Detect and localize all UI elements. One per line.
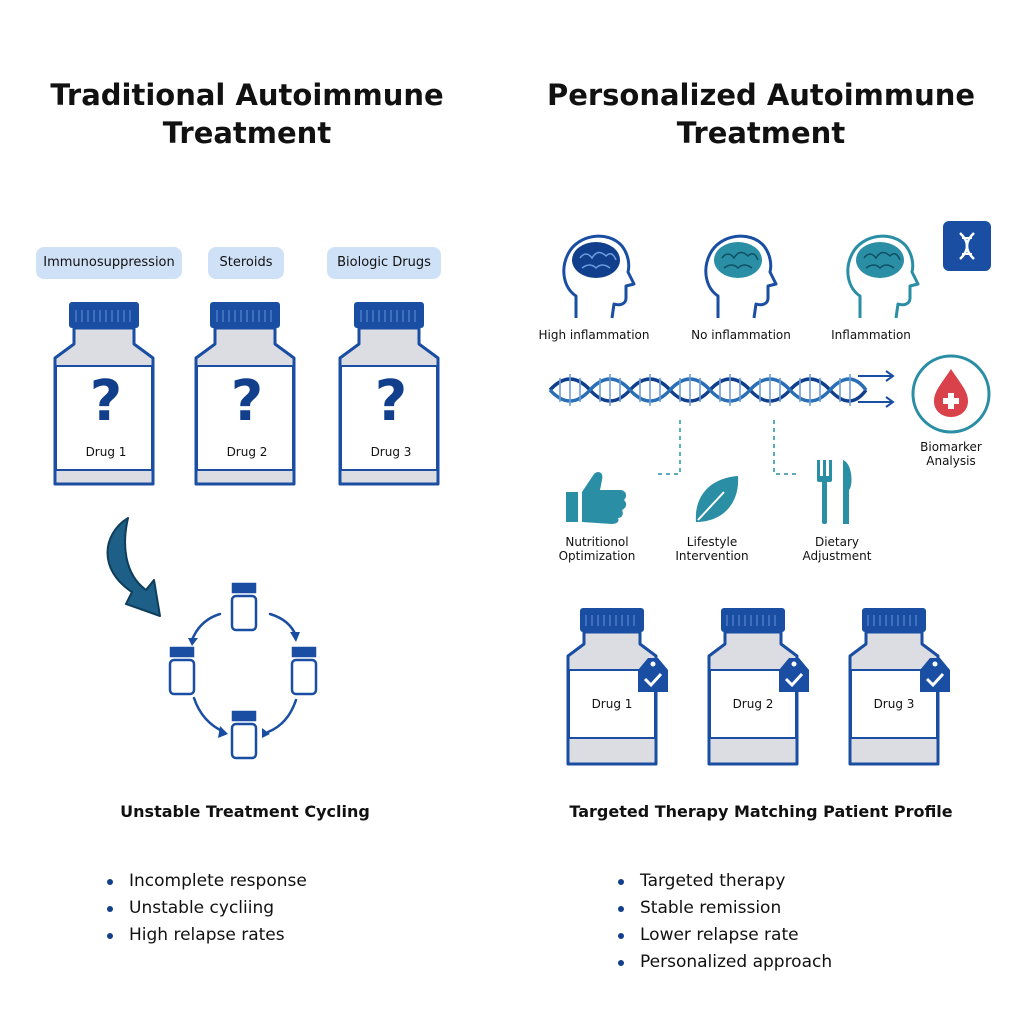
- bottle-2-graphic: [194, 302, 296, 486]
- question-mark-icon: ?: [374, 369, 408, 434]
- cycle-arrows-icon: [168, 582, 318, 760]
- left-title-line2: Treatment: [162, 116, 332, 150]
- list-item: High relapse rates: [107, 922, 427, 949]
- intervention-dietary-line2: Adjustment: [802, 549, 872, 563]
- list-item: Stable remission: [618, 895, 938, 922]
- right-title-line1: Personalized Autoimmune: [546, 78, 976, 112]
- bottle-3-graphic: [338, 302, 440, 486]
- pill-steroids: Steroids: [208, 247, 284, 279]
- bottle-label-drug-1: Drug 1: [85, 445, 127, 459]
- brain-head-icon: [704, 234, 778, 319]
- left-title: Traditional Autoimmune Treatment: [22, 76, 472, 152]
- intervention-nutrition-line1: Nutritionol: [565, 535, 629, 549]
- intervention-nutrition-line2: Optimization: [558, 549, 636, 563]
- intervention-lifestyle-line2: Intervention: [675, 549, 749, 563]
- pill-immunosuppression: Immunosuppression: [36, 247, 182, 279]
- dashed-connectors: [658, 420, 800, 475]
- right-title-line2: Treatment: [676, 116, 846, 150]
- leaf-icon: [695, 476, 739, 522]
- question-mark-icon: ?: [230, 369, 264, 434]
- brain-head-icon: [846, 234, 920, 319]
- targeted-bottle-1-graphic: [566, 608, 668, 766]
- brain-head-icon: [562, 234, 636, 319]
- list-item: Unstable cycliing: [107, 895, 427, 922]
- targeted-label-drug-3: Drug 3: [873, 697, 915, 711]
- targeted-bottle-2-graphic: [707, 608, 809, 766]
- list-item: Personalized approach: [618, 949, 938, 976]
- fork-knife-icon: [817, 460, 852, 524]
- pill-biologic-drugs: Biologic Drugs: [327, 247, 441, 279]
- dna-helix-icon: [548, 374, 868, 406]
- right-title: Personalized Autoimmune Treatment: [536, 76, 986, 152]
- intervention-dietary: Dietary Adjustment: [796, 535, 878, 563]
- targeted-label-drug-2: Drug 2: [732, 697, 774, 711]
- thumbs-up-icon: [566, 472, 627, 524]
- targeted-label-drug-1: Drug 1: [591, 697, 633, 711]
- list-item: Lower relapse rate: [618, 922, 938, 949]
- head-label-high-inflammation: High inflammation: [538, 328, 650, 342]
- list-item: Incomplete response: [107, 868, 427, 895]
- dna-icon: [943, 221, 991, 271]
- intervention-lifestyle: Lifestyle Intervention: [668, 535, 756, 563]
- targeted-bottle-3-graphic: [848, 608, 950, 766]
- bottle-label-drug-3: Drug 3: [370, 445, 412, 459]
- intervention-lifestyle-line1: Lifestyle: [686, 535, 738, 549]
- head-label-inflammation: Inflammation: [831, 328, 911, 342]
- biomarker-label: Biomarker Analysis: [920, 440, 982, 468]
- bottle-label-drug-2: Drug 2: [226, 445, 268, 459]
- left-title-line1: Traditional Autoimmune: [50, 78, 444, 112]
- left-subheading: Unstable Treatment Cycling: [120, 802, 370, 821]
- right-bullet-list: Targeted therapy Stable remission Lower …: [618, 868, 938, 976]
- question-mark-icon: ?: [89, 369, 123, 434]
- bottle-1-graphic: [53, 302, 155, 486]
- blood-drop-icon: [911, 354, 991, 434]
- intervention-nutrition: Nutritionol Optimization: [550, 535, 644, 563]
- head-label-no-inflammation: No inflammation: [691, 328, 791, 342]
- curved-arrow-icon: [106, 517, 161, 617]
- arrow-right-icon: [858, 370, 895, 408]
- intervention-dietary-line1: Dietary: [814, 535, 860, 549]
- left-bullet-list: Incomplete response Unstable cycliing Hi…: [107, 868, 427, 949]
- list-item: Targeted therapy: [618, 868, 938, 895]
- right-subheading: Targeted Therapy Matching Patient Profil…: [569, 802, 953, 821]
